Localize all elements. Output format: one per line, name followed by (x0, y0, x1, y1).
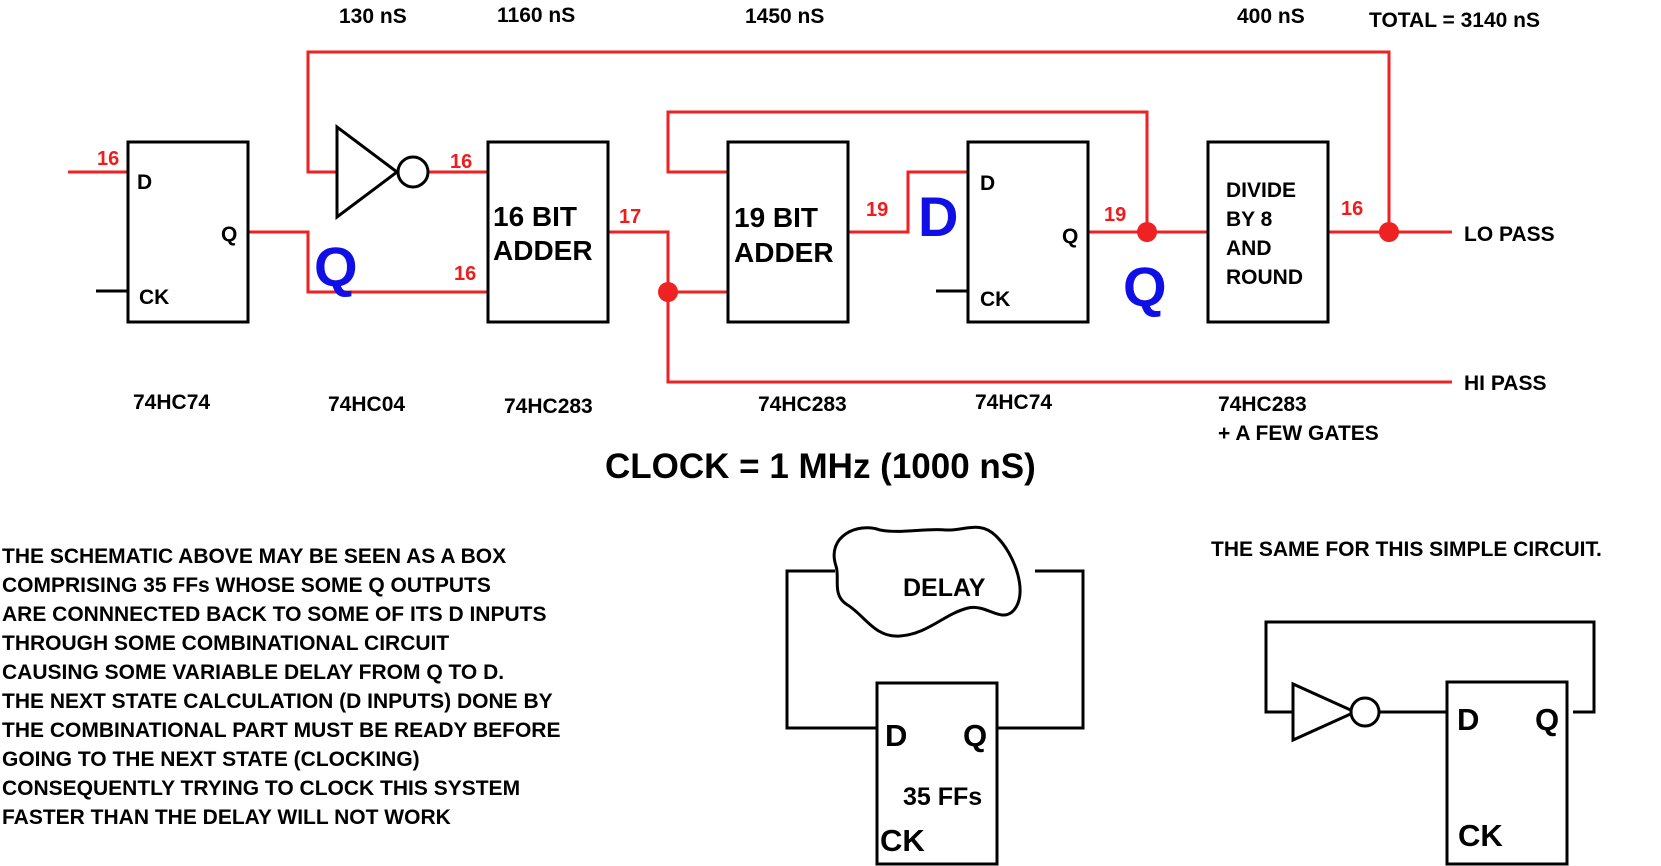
explanation-line: THE NEXT STATE CALCULATION (D INPUTS) DO… (2, 690, 553, 713)
timing-adder16: 1160 nS (497, 4, 575, 27)
adder-19-bit: 19 BIT ADDER (726, 140, 850, 324)
simple-ff-q-pin: Q (1535, 702, 1559, 737)
flip-flop-2: D Q CK (936, 140, 1090, 324)
ff1-d-pin: D (137, 171, 152, 194)
bus-width-ff2-out: 19 (1104, 204, 1126, 226)
adder-16-bit: 16 BIT ADDER (486, 140, 610, 324)
bus-width-inverter-out: 16 (450, 151, 472, 173)
big-label-q1: Q (314, 235, 358, 298)
explanation-line: THE COMBINATIONAL PART MUST BE READY BEF… (2, 719, 560, 742)
chip-adder19: 74HC283 (758, 393, 847, 416)
junction-dot (658, 282, 678, 302)
ff1-ck-pin: CK (139, 286, 169, 309)
explanation-line: CONSEQUENTLY TRYING TO CLOCK THIS SYSTEM (2, 777, 520, 800)
divide-label-1: DIVIDE (1226, 179, 1296, 202)
bus-width-divide-out: 16 (1341, 198, 1363, 220)
simple-circuit-caption: THE SAME FOR THIS SIMPLE CIRCUIT. (1211, 538, 1602, 561)
delay-ff-count: 35 FFs (903, 783, 982, 811)
bus-width-adder16-in: 16 (454, 263, 476, 285)
adder16-label-2: ADDER (493, 235, 593, 266)
ff2-q-pin: Q (1062, 225, 1078, 248)
explanation-line: COMPRISING 35 FFs WHOSE SOME Q OUTPUTS (2, 574, 491, 597)
explanation-text: THE SCHEMATIC ABOVE MAY BE SEEN AS A BOX… (2, 545, 560, 829)
divide-label-4: ROUND (1226, 266, 1303, 289)
simple-feedback-circuit: D Q CK (1264, 620, 1596, 866)
bus-width-adder16-out: 17 (619, 206, 641, 228)
chip-ff2: 74HC74 (975, 391, 1052, 414)
bus-width-ff1-in: 16 (97, 148, 119, 170)
output-lo-pass: LO PASS (1464, 223, 1555, 246)
big-label-q2: Q (1123, 255, 1167, 318)
delay-ff-ck-pin: CK (880, 823, 925, 858)
explanation-line: THE SCHEMATIC ABOVE MAY BE SEEN AS A BOX (2, 545, 506, 568)
adder19-label-2: ADDER (734, 237, 834, 268)
ff2-ck-pin: CK (980, 288, 1010, 311)
explanation-line: CAUSING SOME VARIABLE DELAY FROM Q TO D. (2, 661, 504, 684)
adder19-label-1: 19 BIT (734, 202, 818, 233)
chip-divide-2: + A FEW GATES (1218, 422, 1379, 445)
flip-flop-1: D Q CK (96, 140, 250, 324)
timing-inverter: 130 nS (339, 5, 407, 28)
timing-divide: 400 nS (1237, 5, 1305, 28)
explanation-line: THROUGH SOME COMBINATIONAL CIRCUIT (2, 632, 449, 655)
chip-inverter: 74HC04 (328, 393, 405, 416)
timing-total: TOTAL = 3140 nS (1369, 9, 1540, 32)
inverter-gate (335, 124, 430, 220)
timing-adder19: 1450 nS (745, 5, 824, 28)
ff2-d-pin: D (980, 172, 995, 195)
delay-feedback-diagram: DELAY D Q 35 FFs CK (785, 525, 1085, 866)
explanation-line: GOING TO THE NEXT STATE (CLOCKING) (2, 748, 420, 771)
delay-ff-q-pin: Q (963, 718, 987, 753)
chip-ff1: 74HC74 (133, 391, 210, 414)
bus-width-adder19-out: 19 (866, 199, 888, 221)
divide-label-3: AND (1226, 237, 1272, 260)
ff1-q-pin: Q (221, 223, 237, 246)
delay-ff-d-pin: D (885, 718, 907, 753)
explanation-line: FASTER THAN THE DELAY WILL NOT WORK (2, 806, 451, 829)
divide-label-2: BY 8 (1226, 208, 1273, 231)
big-label-d2: D (918, 185, 958, 248)
adder16-label-1: 16 BIT (493, 201, 577, 232)
explanation-line: ARE CONNNECTED BACK TO SOME OF ITS D INP… (2, 603, 546, 626)
junction-dot (1137, 222, 1157, 242)
simple-ff-ck-pin: CK (1458, 818, 1503, 853)
delay-cloud-shape (832, 525, 1022, 638)
junction-dot (1379, 222, 1399, 242)
output-hi-pass: HI PASS (1464, 372, 1546, 395)
divide-block: DIVIDE BY 8 AND ROUND (1206, 140, 1330, 324)
chip-adder16: 74HC283 (504, 395, 593, 418)
chip-divide-1: 74HC283 (1218, 393, 1307, 416)
delay-cloud-label: DELAY (903, 574, 986, 602)
clock-spec: CLOCK = 1 MHz (1000 nS) (605, 447, 1036, 486)
simple-ff-d-pin: D (1457, 702, 1479, 737)
